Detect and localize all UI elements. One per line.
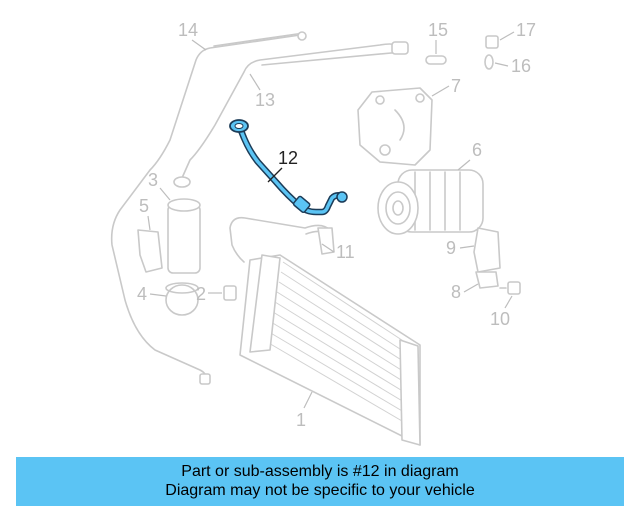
callout-14-label: 14 xyxy=(178,20,198,40)
callout-7-label: 7 xyxy=(451,76,461,96)
callout-3: 3 xyxy=(148,170,171,201)
part-7-bracket xyxy=(357,87,433,166)
part-1-condenser xyxy=(239,254,421,446)
callout-1: 1 xyxy=(296,391,313,430)
part-8-clip xyxy=(475,271,499,289)
callout-5-label: 5 xyxy=(139,196,149,216)
callout-6-label: 6 xyxy=(472,140,482,160)
banner-line-2: Diagram may not be specific to your vehi… xyxy=(165,482,475,499)
callout-10: 10 xyxy=(490,295,513,329)
part-12-ac-line-highlighted[interactable] xyxy=(229,119,348,216)
callout-4-label: 4 xyxy=(137,284,147,304)
part-5-bracket xyxy=(137,229,163,273)
part-13-ac-line xyxy=(173,41,409,188)
callout-17-label: 17 xyxy=(516,20,536,40)
part-2-fitting xyxy=(223,285,237,301)
callout-9: 9 xyxy=(446,238,475,258)
callout-13-label: 13 xyxy=(255,90,275,110)
callout-12: 12 xyxy=(267,148,298,183)
parts-diagram: 14 13 15 17 16 7 6 9 8 10 3 5 xyxy=(110,20,536,446)
part-14-ac-line xyxy=(110,31,307,385)
part-17-cap xyxy=(485,35,499,49)
part-9-bracket xyxy=(473,227,501,273)
part-16-oring xyxy=(484,54,494,70)
callout-7: 7 xyxy=(431,76,461,97)
callout-12-label: 12 xyxy=(278,148,298,168)
callout-17: 17 xyxy=(499,20,536,41)
banner-line-1: Part or sub-assembly is #12 in diagram xyxy=(181,463,459,480)
callout-8: 8 xyxy=(451,282,479,302)
callout-16-label: 16 xyxy=(511,56,531,76)
part-15-fitting xyxy=(425,55,447,65)
callout-13: 13 xyxy=(249,73,275,110)
callout-1-label: 1 xyxy=(296,410,306,430)
callout-15-label: 15 xyxy=(428,20,448,40)
callout-8-label: 8 xyxy=(451,282,461,302)
callout-2: 2 xyxy=(196,284,222,304)
callout-11-label: 11 xyxy=(336,242,355,262)
callout-5: 5 xyxy=(139,196,151,231)
callout-11: 11 xyxy=(321,242,355,262)
callout-15: 15 xyxy=(428,20,448,54)
part-10-bolt xyxy=(499,281,521,295)
part-11-hose xyxy=(229,216,335,263)
callout-2-label: 2 xyxy=(196,284,206,304)
part-4-bracket xyxy=(165,282,199,316)
callout-10-label: 10 xyxy=(490,309,510,329)
callout-14: 14 xyxy=(178,20,207,51)
callout-16: 16 xyxy=(494,56,531,76)
info-banner: Part or sub-assembly is #12 in diagram D… xyxy=(16,457,624,506)
callout-4: 4 xyxy=(137,284,167,304)
callout-6: 6 xyxy=(457,140,482,171)
callout-9-label: 9 xyxy=(446,238,456,258)
callout-3-label: 3 xyxy=(148,170,158,190)
part-6-compressor xyxy=(377,169,484,235)
part-3-receiver-drier xyxy=(167,198,201,274)
